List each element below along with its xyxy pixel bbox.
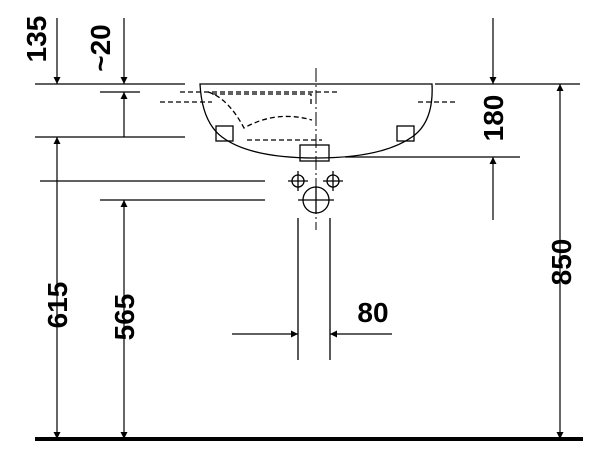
dim-850-label: 850: [546, 239, 577, 286]
dim-135-label: 135: [21, 16, 52, 63]
basin-foot-right: [396, 125, 415, 142]
washbasin: [160, 83, 455, 162]
basin-bowl-hidden: [207, 91, 313, 129]
basin-drain-outlet: [299, 144, 330, 162]
dim-80-label: 80: [357, 297, 388, 328]
dim-180-label: 180: [478, 95, 509, 142]
dimension-arrows: [53, 18, 564, 439]
connections: [288, 171, 343, 360]
basin-foot-left: [215, 125, 234, 142]
basin-inner-hidden: [212, 93, 312, 104]
dim-615-label: 615: [42, 282, 73, 329]
dim-565-label: 565: [109, 294, 140, 341]
dim-20-label: ~20: [85, 24, 116, 72]
